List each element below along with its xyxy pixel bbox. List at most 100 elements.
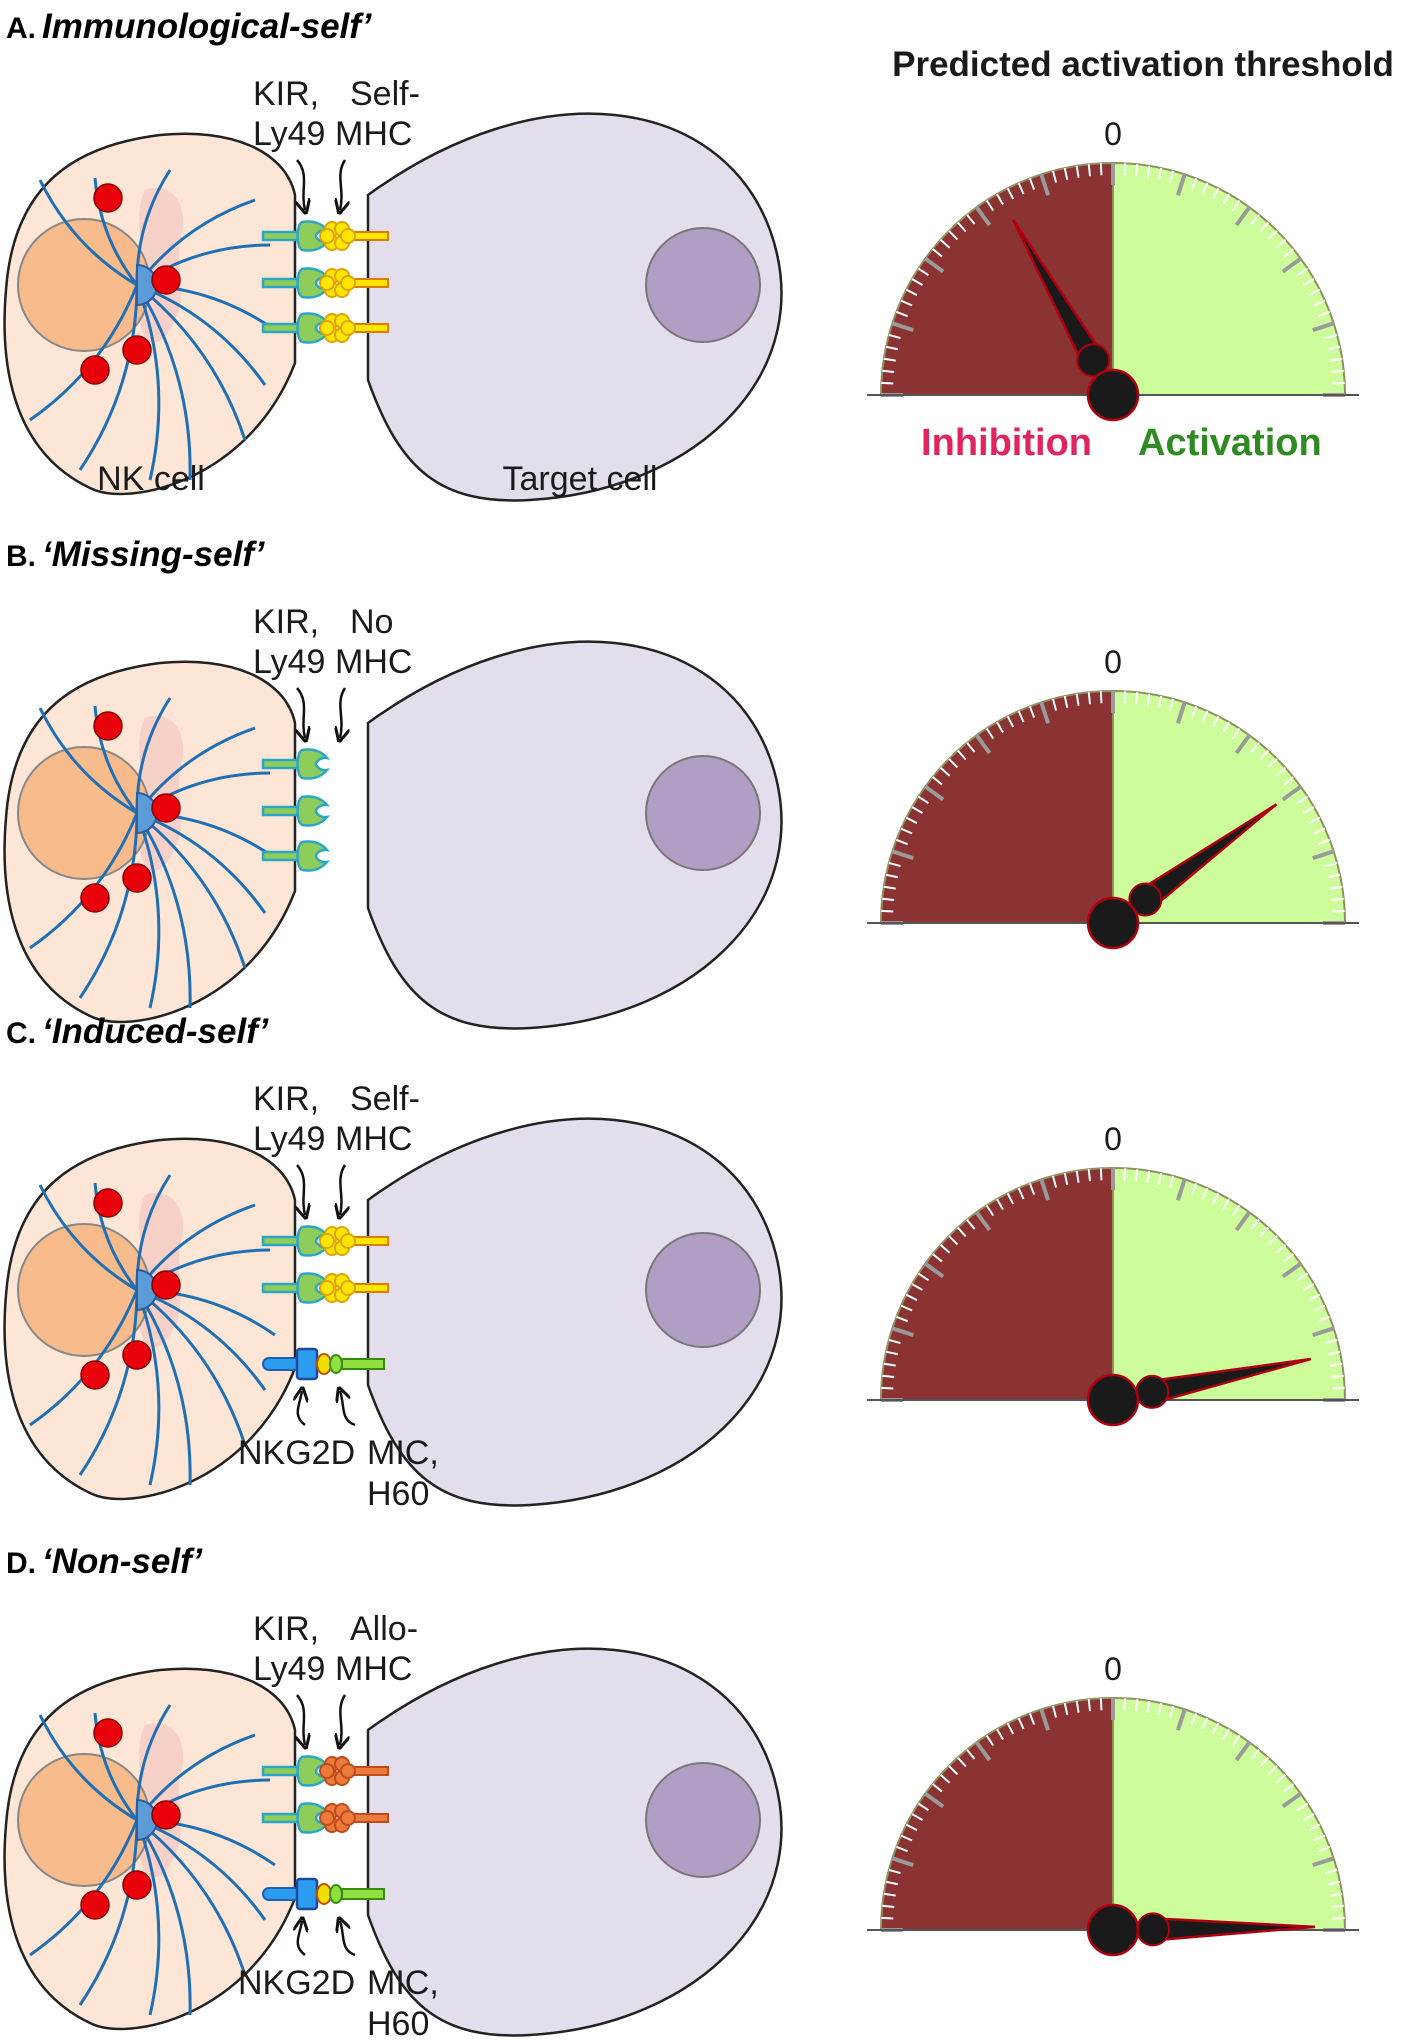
gauge-needle-hub — [1086, 896, 1140, 950]
gauge-tick — [1303, 806, 1315, 814]
activating-ligand-label: MIC, — [367, 1964, 439, 2002]
nk-nucleus — [17, 218, 151, 352]
gauge-tick — [1318, 1845, 1330, 1853]
receptor-label: Ly49 — [253, 1650, 325, 1688]
gauge-tick — [911, 1813, 923, 1821]
gauge-tick — [985, 1204, 995, 1217]
gauge-tick — [882, 1374, 895, 1378]
gauge-tick — [882, 369, 895, 373]
gauge-tick — [1157, 695, 1163, 709]
cytotoxic-granule — [80, 883, 110, 913]
activating-ligand-label: H60 — [367, 1475, 429, 1513]
inhibitory-receptor — [261, 840, 331, 872]
gauge-tick — [1099, 691, 1103, 704]
gauge-tick — [1063, 1172, 1069, 1186]
gauge-tick — [1296, 267, 1309, 277]
gauge-tick — [1123, 1698, 1127, 1711]
gauge-tick — [1028, 178, 1036, 190]
gauge-tick — [1135, 1699, 1139, 1712]
gauge-tick — [917, 1802, 930, 1812]
activation-label: Activation — [1138, 422, 1322, 464]
self-mhc-ligand — [319, 268, 389, 298]
gauge-tick — [911, 278, 923, 286]
activating-ligand-label: H60 — [367, 2005, 429, 2043]
gauge-tick — [917, 267, 930, 277]
gauge-tick — [1313, 299, 1326, 307]
cytotoxic-granule — [122, 1870, 152, 1900]
target-cell — [366, 1647, 783, 2037]
gauge-tick — [1281, 257, 1302, 274]
gauge-tick — [1051, 698, 1058, 711]
activating-receptor-arrow — [298, 1921, 305, 1956]
gauge-tick — [1283, 248, 1294, 258]
gauge-tick — [1028, 1713, 1036, 1725]
gauge-tick — [1332, 1916, 1345, 1920]
gauge-tick — [900, 1304, 913, 1312]
cytotoxic-granule — [93, 1188, 123, 1218]
cytotoxic-granule — [151, 1270, 181, 1300]
receptor-label: Ly49 — [253, 1120, 325, 1158]
microtubule — [135, 812, 161, 1009]
gauge-tick — [996, 1198, 1004, 1210]
gauge-tick — [883, 1362, 896, 1367]
gauge-tick — [1222, 1728, 1230, 1740]
gauge-tick — [1308, 1823, 1321, 1832]
ligand-domain — [319, 1280, 335, 1296]
ligand-label: No — [350, 603, 393, 641]
gauge-tick — [1190, 1183, 1198, 1195]
receptor-label: KIR, — [253, 1080, 319, 1118]
gauge-tick — [900, 827, 913, 835]
gauge-tick — [1087, 1169, 1091, 1182]
microtubule — [38, 707, 138, 815]
target-cell — [366, 112, 783, 502]
gauge-tick — [1017, 710, 1025, 723]
gauge-tick — [1325, 1868, 1338, 1875]
ligand-domain — [340, 228, 356, 244]
gauge-tick — [1275, 1244, 1287, 1254]
gauge-tick — [985, 199, 995, 212]
gauge-tick — [1051, 1175, 1058, 1188]
cytotoxic-granule — [80, 1360, 110, 1390]
gauge-tick — [888, 1338, 901, 1345]
gauge-tick — [1017, 182, 1025, 195]
gauge-tick — [1039, 701, 1051, 724]
microtubule — [136, 811, 247, 969]
gauge-tick — [1330, 1892, 1343, 1897]
gauge-tick — [939, 767, 951, 777]
ligand-label: MHC — [335, 115, 412, 153]
panel-title: D.‘Non-self’ — [6, 1542, 203, 1581]
gauge-tick — [885, 1350, 899, 1356]
gauge-tick — [1325, 861, 1338, 868]
gauge-tick — [1308, 288, 1321, 297]
mic-domain — [316, 1883, 332, 1905]
gauge-tick — [1281, 785, 1302, 802]
allo-mhc-ligand — [319, 1803, 389, 1833]
ligand-domain — [340, 1233, 356, 1249]
gauge-tick — [1099, 1168, 1103, 1181]
gauge-tick — [932, 776, 943, 786]
gauge-tick — [917, 1272, 930, 1282]
gauge-tick — [885, 345, 899, 351]
gauge-tick — [1146, 1170, 1151, 1183]
gauge-tick — [1063, 695, 1069, 709]
activating-ligand-arrow — [340, 1921, 356, 1957]
microtubule — [78, 1819, 139, 2006]
cytotoxic-granule — [93, 711, 123, 741]
cytotoxic-granule — [151, 1800, 181, 1830]
target-cell — [366, 640, 783, 1030]
gauge-tick — [975, 1211, 992, 1232]
gauge-tick — [891, 1856, 914, 1868]
inhibitory-receptor — [261, 1272, 331, 1304]
gauge-tick — [885, 1880, 899, 1886]
receptor-label: Ly49 — [253, 643, 325, 681]
receptor-head — [296, 748, 331, 780]
gauge-tick — [1075, 165, 1080, 178]
gauge-tick — [1175, 1178, 1187, 1201]
gauge-tick — [1201, 710, 1209, 723]
golgi-shape — [139, 716, 184, 871]
gauge-tick — [1303, 278, 1315, 286]
gauge-tick — [975, 734, 992, 755]
gauge-inhibition-zone — [879, 1166, 1114, 1401]
gauge-tick — [1168, 1705, 1175, 1718]
